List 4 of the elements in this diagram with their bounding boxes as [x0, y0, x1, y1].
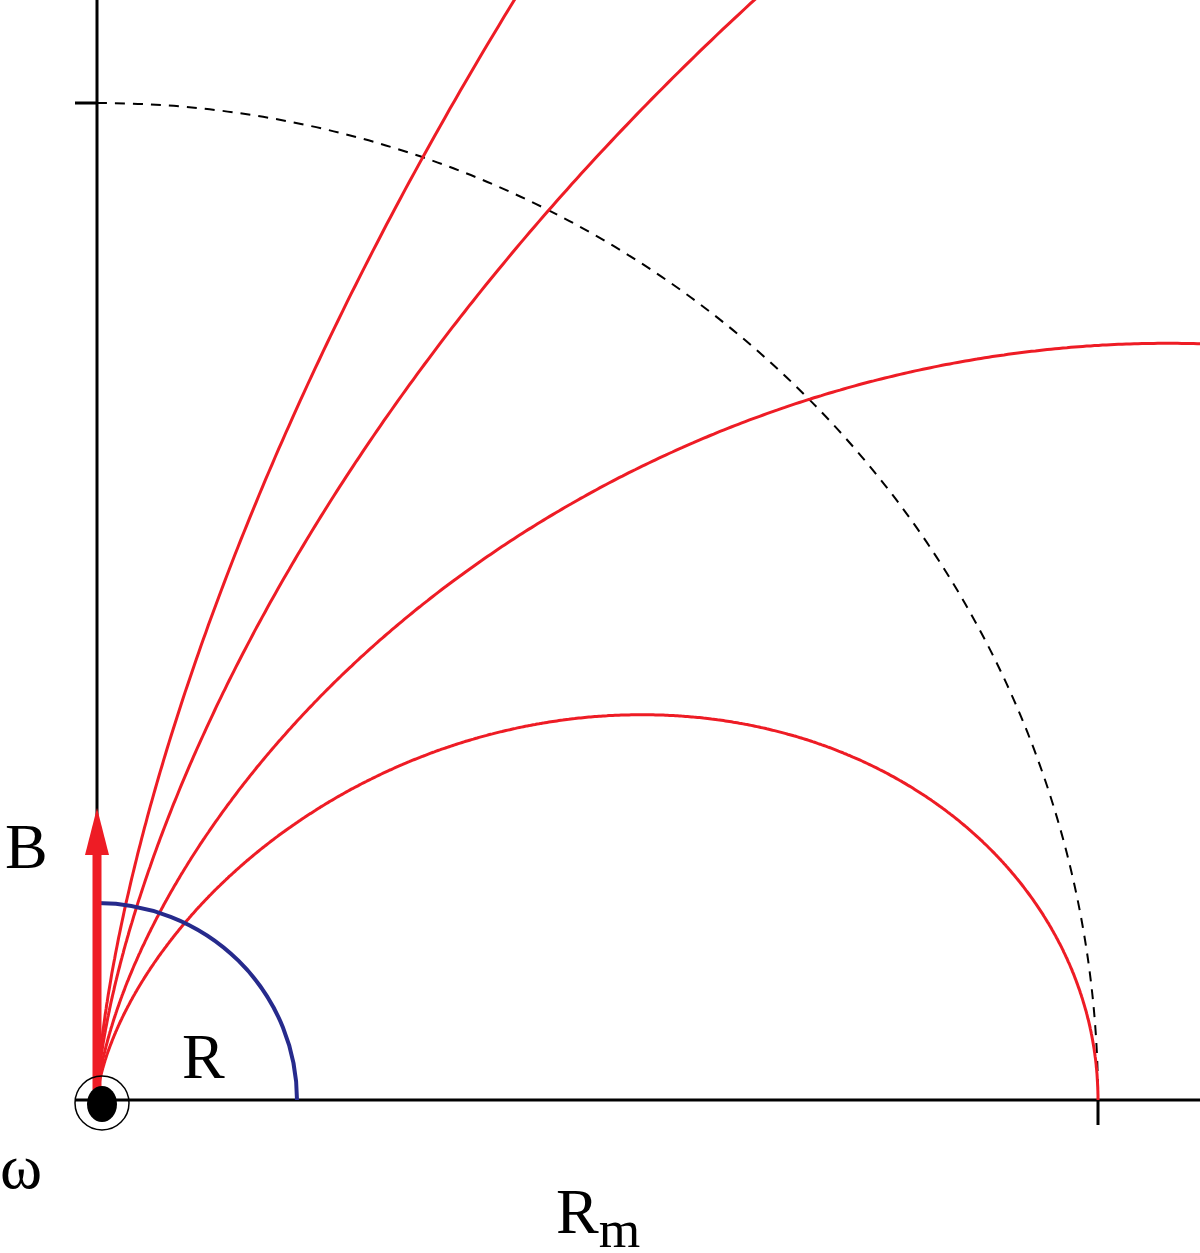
- angular-velocity-label: ω: [0, 1135, 43, 1199]
- radius-label: R: [182, 1025, 225, 1089]
- field-label: B: [5, 815, 48, 879]
- magnetospheric-radius-label: R$_{m}$: [556, 1180, 641, 1253]
